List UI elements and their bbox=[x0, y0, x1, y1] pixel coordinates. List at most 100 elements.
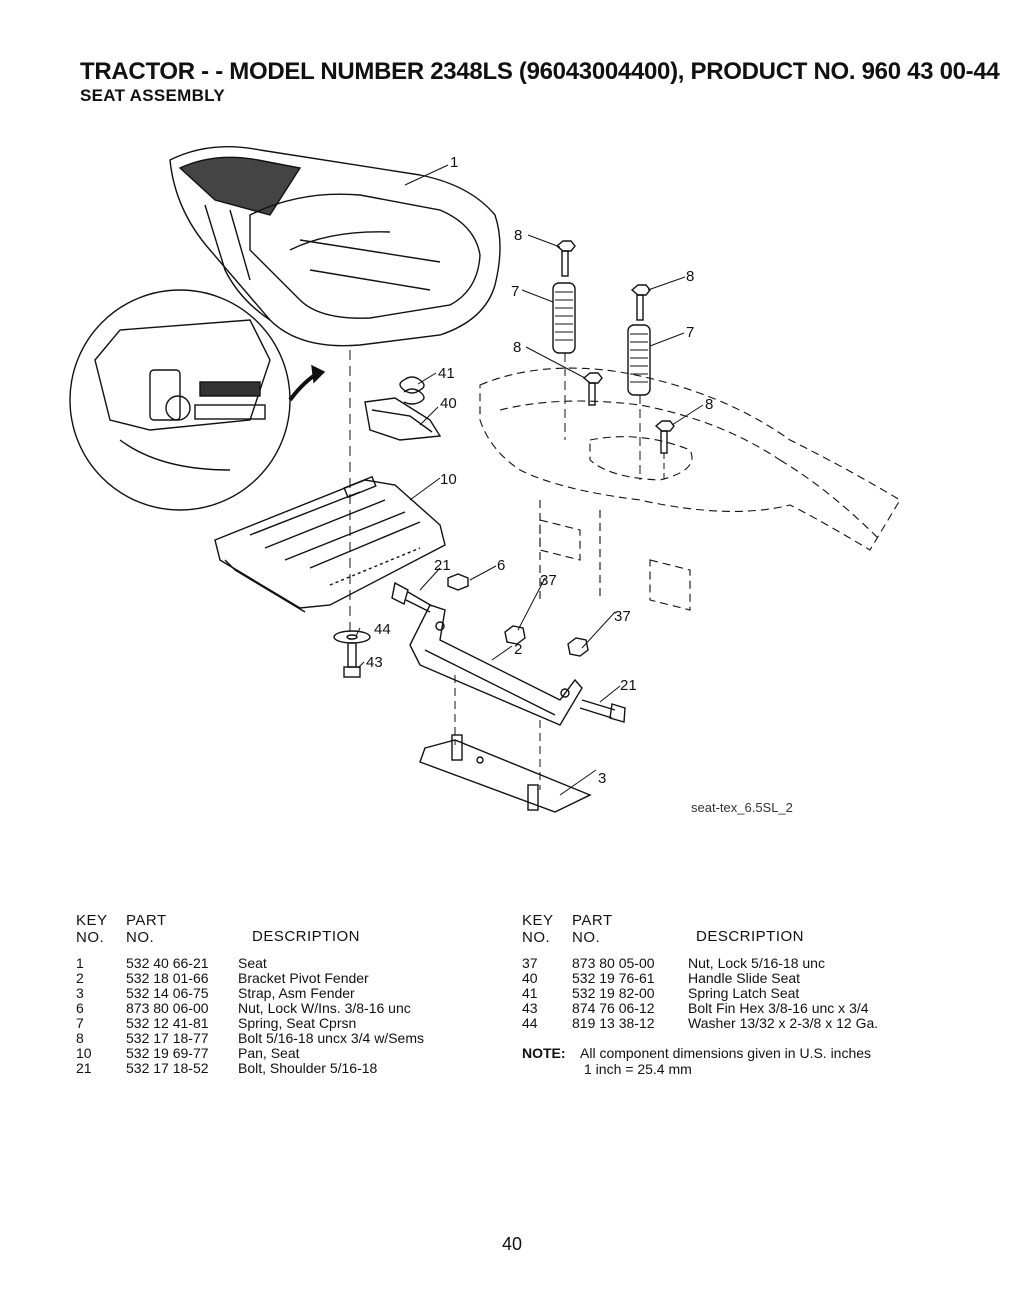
callout-21-a: 21 bbox=[434, 557, 451, 574]
callout-41: 41 bbox=[438, 365, 455, 382]
callout-8-c: 8 bbox=[513, 339, 521, 356]
note-line-1: All component dimensions given in U.S. i… bbox=[580, 1045, 872, 1061]
table-row: 1 532 40 66-21 Seat bbox=[76, 956, 496, 971]
bolt-8-middle bbox=[582, 372, 603, 406]
header-part: PART bbox=[126, 912, 167, 929]
part-description: Spring Latch Seat bbox=[688, 985, 800, 1001]
bolt-8-right bbox=[654, 420, 675, 480]
header-key: KEY bbox=[76, 912, 108, 929]
part-description: Bolt Fin Hex 3/8-16 unc x 3/4 bbox=[688, 1000, 869, 1016]
part-number: 873 80 06-00 bbox=[126, 1000, 209, 1016]
callout-37-a: 37 bbox=[540, 572, 557, 589]
spring-right bbox=[627, 284, 651, 480]
part-description: Bracket Pivot Fender bbox=[238, 970, 369, 986]
callout-8-b: 8 bbox=[686, 268, 694, 285]
key-number: 7 bbox=[76, 1015, 84, 1031]
seat-pan-drawing bbox=[214, 475, 446, 613]
leader-lines bbox=[355, 164, 704, 796]
part-description: Bolt 5/16-18 uncx 3/4 w/Sems bbox=[238, 1030, 424, 1046]
callout-10: 10 bbox=[440, 471, 457, 488]
part-number: 532 12 41-81 bbox=[126, 1015, 209, 1031]
pivot-bracket-drawing bbox=[409, 604, 583, 726]
table-row: 40 532 19 76-61 Handle Slide Seat bbox=[522, 971, 962, 986]
part-number: 532 19 76-61 bbox=[572, 970, 655, 986]
spring-latch-drawing bbox=[399, 376, 425, 405]
callout-43: 43 bbox=[366, 654, 383, 671]
table-row: 44 819 13 38-12 Washer 13/32 x 2-3/8 x 12 … bbox=[522, 1016, 962, 1031]
callout-21-b: 21 bbox=[620, 677, 637, 694]
header-description: DESCRIPTION bbox=[252, 928, 361, 945]
callout-7-b: 7 bbox=[686, 324, 694, 341]
key-number: 10 bbox=[76, 1045, 92, 1061]
callout-7-a: 7 bbox=[511, 283, 519, 300]
parts-table-header: KEY NO. PART NO. DESCRIPTION bbox=[76, 912, 496, 946]
key-number: 44 bbox=[522, 1015, 538, 1031]
part-description: Bolt, Shoulder 5/16-18 bbox=[238, 1060, 378, 1076]
part-description: Strap, Asm Fender bbox=[238, 985, 355, 1001]
part-description: Spring, Seat Cprsn bbox=[238, 1015, 357, 1031]
table-row: 2 532 18 01-66 Bracket Pivot Fender bbox=[76, 971, 496, 986]
shoulder-bolt-lower bbox=[579, 699, 626, 723]
header-key-no: NO. bbox=[76, 929, 105, 946]
page-title: TRACTOR - - MODEL NUMBER 2348LS (9604300… bbox=[80, 58, 1000, 85]
table-row: 6 873 80 06-00 Nut, Lock W/Ins. 3/8-16 unc bbox=[76, 1001, 496, 1016]
callout-8-d: 8 bbox=[705, 396, 713, 413]
key-number: 37 bbox=[522, 955, 538, 971]
part-description: Nut, Lock 5/16-18 unc bbox=[688, 955, 825, 971]
part-number: 532 14 06-75 bbox=[126, 985, 209, 1001]
section-subtitle: SEAT ASSEMBLY bbox=[80, 86, 225, 105]
callout-1: 1 bbox=[450, 154, 458, 171]
key-number: 8 bbox=[76, 1030, 84, 1046]
lock-nut-drawing bbox=[447, 573, 469, 591]
callout-6: 6 bbox=[497, 557, 505, 574]
part-description: Handle Slide Seat bbox=[688, 970, 801, 986]
callout-40: 40 bbox=[440, 395, 457, 412]
shoulder-bolt-upper bbox=[391, 581, 433, 613]
key-number: 43 bbox=[522, 1000, 538, 1016]
table-row: 10 532 19 69-77 Pan, Seat bbox=[76, 1046, 496, 1061]
header-key-no: NO. bbox=[522, 929, 551, 946]
table-row: 7 532 12 41-81 Spring, Seat Cprsn bbox=[76, 1016, 496, 1031]
callout-2: 2 bbox=[514, 641, 522, 658]
part-description: Washer 13/32 x 2-3/8 x 12 Ga. bbox=[688, 1015, 879, 1031]
seat-drawing bbox=[169, 146, 501, 347]
callout-labels: 1 8 8 7 7 8 8 41 40 10 21 6 37 37 44 43 … bbox=[366, 154, 793, 815]
table-row: 43 874 76 06-12 Bolt Fin Hex 3/8-16 unc x … bbox=[522, 1001, 962, 1016]
detail-zoom-circle bbox=[69, 289, 326, 511]
part-description: Pan, Seat bbox=[238, 1045, 300, 1061]
key-number: 1 bbox=[76, 955, 84, 971]
header-key: KEY bbox=[522, 912, 554, 929]
part-number: 532 19 69-77 bbox=[126, 1045, 209, 1061]
part-number: 532 19 82-00 bbox=[572, 985, 655, 1001]
key-number: 2 bbox=[76, 970, 84, 986]
part-description: Seat bbox=[238, 955, 267, 971]
part-number: 819 13 38-12 bbox=[572, 1015, 655, 1031]
header-part-no: NO. bbox=[126, 929, 155, 946]
seat-assembly-diagram: 1 8 8 7 7 8 8 41 40 10 21 6 37 37 44 43 … bbox=[69, 146, 901, 815]
part-description: Nut, Lock W/Ins. 3/8-16 unc bbox=[238, 1000, 411, 1016]
part-number: 873 80 05-00 bbox=[572, 955, 655, 971]
table-row: 8 532 17 18-77 Bolt 5/16-18 uncx 3/4 w/Sem… bbox=[76, 1031, 496, 1046]
note-line-2: 1 inch = 25.4 mm bbox=[584, 1061, 692, 1077]
part-number: 532 17 18-52 bbox=[126, 1060, 209, 1076]
parts-table-header: KEY NO. PART NO. DESCRIPTION bbox=[522, 912, 962, 946]
slide-handle-drawing bbox=[364, 397, 442, 441]
part-number: 532 18 01-66 bbox=[126, 970, 209, 986]
key-number: 6 bbox=[76, 1000, 84, 1016]
dimension-note: NOTE: All component dimensions given in … bbox=[522, 1045, 962, 1061]
table-row: 37 873 80 05-00 Nut, Lock 5/16-18 unc bbox=[522, 956, 962, 971]
part-number: 532 17 18-77 bbox=[126, 1030, 209, 1046]
part-number: 532 40 66-21 bbox=[126, 955, 209, 971]
bolt-washer-drawing bbox=[333, 630, 371, 678]
parts-list-left: KEY NO. PART NO. DESCRIPTION 1 532 40 66-… bbox=[76, 912, 496, 1076]
header-description: DESCRIPTION bbox=[696, 928, 805, 945]
fender-outline bbox=[479, 367, 901, 611]
callout-8-a: 8 bbox=[514, 227, 522, 244]
parts-list-right: KEY NO. PART NO. DESCRIPTION 37 873 80 05… bbox=[522, 912, 962, 1077]
key-number: 40 bbox=[522, 970, 538, 986]
page-number: 40 bbox=[501, 1234, 523, 1254]
part-number: 874 76 06-12 bbox=[572, 1000, 655, 1016]
callout-44: 44 bbox=[374, 621, 391, 638]
